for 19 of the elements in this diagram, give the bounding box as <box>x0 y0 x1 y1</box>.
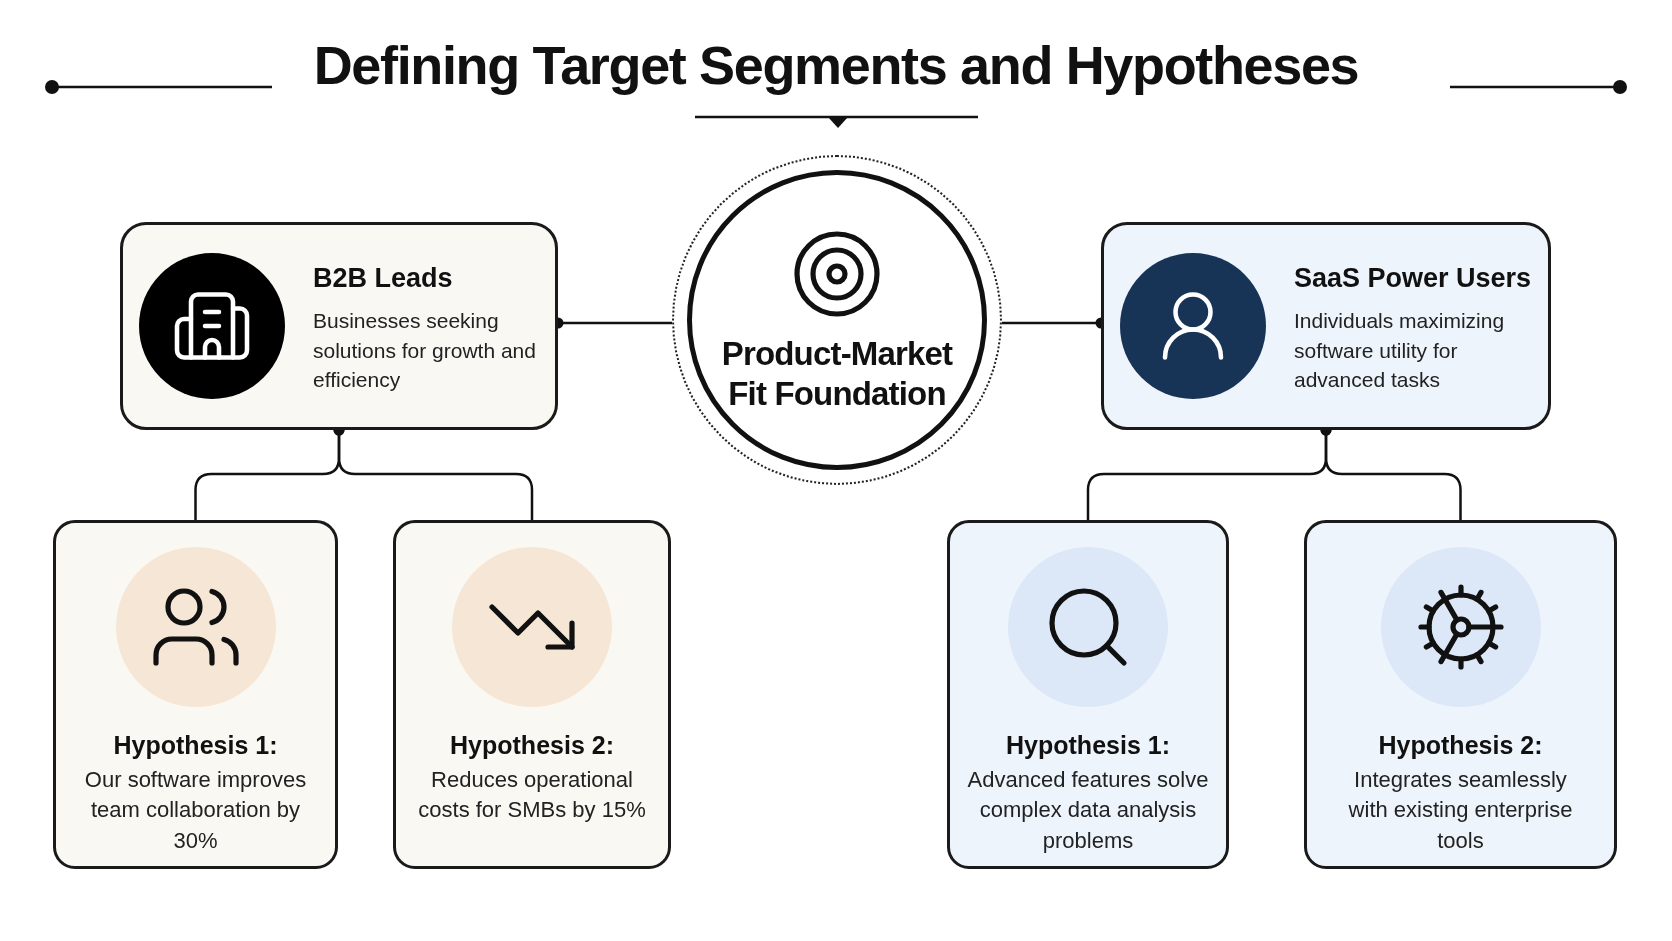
hypothesis-text: Advanced features solve complex data analysis problems <box>966 765 1210 856</box>
hypothesis-title: Hypothesis 1: <box>1006 730 1170 761</box>
hypothesis-text: Our software improves team collaboration by 30% <box>83 765 308 856</box>
hub-title: Product-Market Fit Foundation <box>720 334 954 414</box>
hypothesis-title: Hypothesis 2: <box>1378 730 1543 761</box>
hypothesis-card <box>53 520 338 869</box>
hypothesis-text: Reduces operational costs for SMBs by 15% <box>417 765 647 825</box>
segment-title: SaaS Power Users <box>1294 261 1532 295</box>
hypothesis-text: Integrates seamlessly with existing enterprise tools <box>1347 765 1574 856</box>
hypothesis-title: Hypothesis 1: <box>113 730 278 761</box>
hypothesis-title: Hypothesis 2: <box>450 730 614 761</box>
segment-card <box>1101 222 1551 430</box>
segment-card <box>120 222 558 430</box>
hypothesis-card <box>947 520 1229 869</box>
segment-description: Businesses seeking solutions for growth and efficiency <box>313 308 537 393</box>
segment-title: B2B Leads <box>313 261 454 295</box>
hypothesis-card <box>1304 520 1617 869</box>
segment-description: Individuals maximizing software utility for advanced tasks <box>1294 308 1506 393</box>
hypothesis-card <box>393 520 671 869</box>
